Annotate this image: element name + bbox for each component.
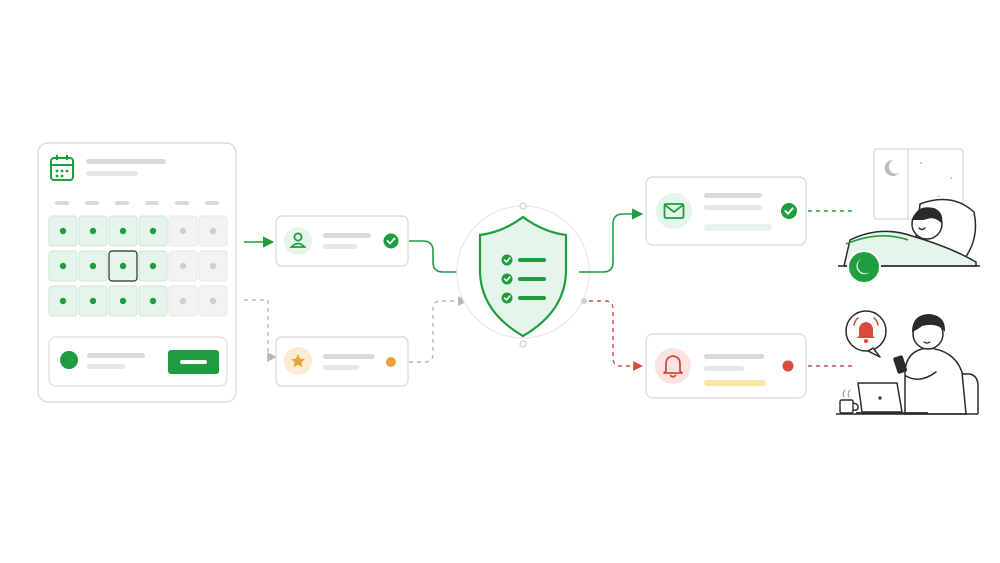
calendar-day-cell[interactable] bbox=[198, 250, 228, 282]
laptop-icon bbox=[856, 382, 928, 414]
output-card-mail bbox=[645, 176, 807, 246]
calendar-day-cell[interactable] bbox=[138, 215, 168, 247]
calendar-subtitle-placeholder bbox=[86, 171, 138, 176]
output-card-bell bbox=[645, 333, 807, 399]
calendar-day-cell[interactable] bbox=[198, 285, 228, 317]
crescent-moon-icon bbox=[884, 159, 899, 176]
checklist-item bbox=[501, 273, 546, 285]
bell-icon bbox=[663, 355, 683, 378]
calendar-icon bbox=[50, 155, 74, 181]
checklist-item bbox=[501, 254, 546, 266]
calendar-panel bbox=[37, 142, 237, 403]
checklist-item bbox=[501, 292, 546, 304]
calendar-day-cell[interactable] bbox=[108, 285, 138, 317]
calendar-day-cell[interactable] bbox=[78, 215, 108, 247]
user-icon bbox=[289, 232, 307, 248]
arrow-filter-to-bell bbox=[589, 300, 643, 371]
calendar-footer bbox=[48, 336, 228, 387]
weekday-label bbox=[115, 201, 129, 205]
weekday-label bbox=[55, 201, 69, 205]
filter-shield bbox=[456, 202, 590, 348]
calendar-day-cell[interactable] bbox=[168, 215, 198, 247]
person-with-phone-illustration bbox=[836, 310, 979, 415]
sleeping-person-illustration bbox=[838, 148, 980, 284]
bell-progress-bar bbox=[704, 380, 766, 386]
calendar-day-cell[interactable] bbox=[108, 250, 138, 282]
arrow-calendar-to-star bbox=[244, 299, 277, 362]
alarm-bell-icon bbox=[845, 310, 887, 358]
calendar-day-cell[interactable] bbox=[198, 215, 228, 247]
moon-icon bbox=[847, 250, 881, 284]
red-status-dot bbox=[782, 360, 794, 372]
mail-icon bbox=[663, 203, 685, 219]
check-circle-icon bbox=[383, 233, 399, 249]
mail-progress-bar bbox=[704, 224, 772, 231]
calendar-day-cell[interactable] bbox=[78, 250, 108, 282]
weekday-label bbox=[175, 201, 189, 205]
calendar-day-cell[interactable] bbox=[48, 215, 78, 247]
weekday-label bbox=[205, 201, 219, 205]
weekday-header-row bbox=[55, 201, 219, 205]
shield-checklist-icon bbox=[478, 215, 568, 338]
star-icon bbox=[291, 354, 305, 368]
weekday-label bbox=[145, 201, 159, 205]
arrow-filter-to-mail bbox=[579, 208, 644, 273]
calendar-day-cell[interactable] bbox=[138, 285, 168, 317]
footer-action-button[interactable] bbox=[168, 350, 219, 374]
weekday-label bbox=[85, 201, 99, 205]
calendar-day-cell[interactable] bbox=[48, 250, 78, 282]
arrow-star-to-filter bbox=[409, 296, 468, 363]
calendar-day-cell[interactable] bbox=[48, 285, 78, 317]
check-circle-icon bbox=[781, 203, 797, 219]
footer-avatar-dot bbox=[60, 351, 78, 369]
orange-status-dot bbox=[386, 357, 396, 367]
calendar-day-grid bbox=[48, 215, 228, 317]
phone-icon bbox=[893, 355, 908, 374]
calendar-day-cell[interactable] bbox=[138, 250, 168, 282]
calendar-title-placeholder bbox=[86, 159, 166, 164]
input-card-user bbox=[275, 215, 409, 267]
coffee-cup-icon bbox=[839, 389, 859, 414]
input-card-star bbox=[275, 336, 409, 387]
arrow-user-to-filter bbox=[409, 240, 471, 278]
calendar-day-cell[interactable] bbox=[78, 285, 108, 317]
shield-checklist bbox=[501, 254, 546, 304]
calendar-day-cell[interactable] bbox=[108, 215, 138, 247]
calendar-day-cell[interactable] bbox=[168, 250, 198, 282]
calendar-day-cell[interactable] bbox=[168, 285, 198, 317]
